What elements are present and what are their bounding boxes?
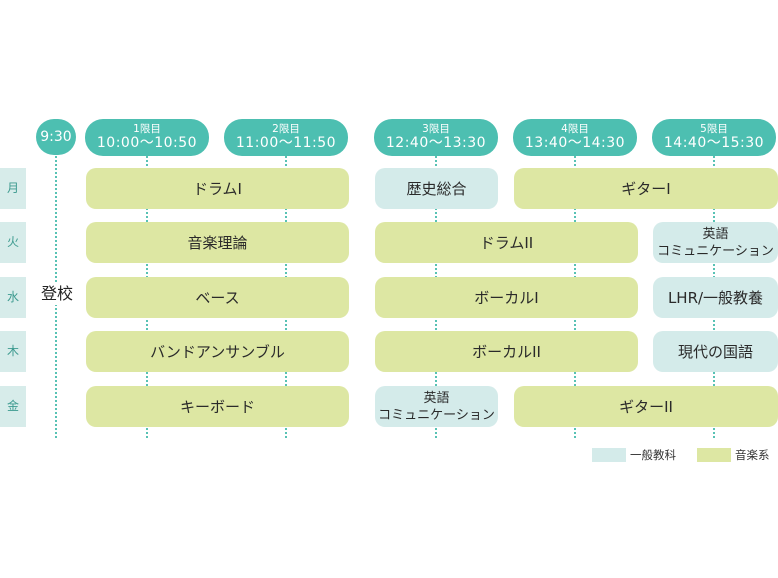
class-block-mon-history: 歴史総合 xyxy=(375,168,498,209)
period-2-header: 2限目 11:00〜11:50 xyxy=(224,119,348,156)
class-label: 現代の国語 xyxy=(677,343,753,361)
period-5-header: 5限目 14:40〜15:30 xyxy=(652,119,776,156)
class-label: ベース xyxy=(195,289,240,307)
class-label: ギターI xyxy=(621,180,671,198)
class-label: 英語 コミュニケーション xyxy=(378,390,495,424)
class-label: LHR/一般教養 xyxy=(667,289,764,307)
class-label-line1: 英語 xyxy=(423,390,450,406)
class-block-thu-japanese: 現代の国語 xyxy=(653,331,778,372)
class-block-thu-vocal: ボーカルII xyxy=(375,331,638,372)
class-label: ボーカルII xyxy=(472,343,541,361)
period-1-header: 1限目 10:00〜10:50 xyxy=(85,119,209,156)
period-5-label: 5限目 xyxy=(700,123,728,135)
arrival-label: 登校 xyxy=(36,283,78,305)
class-block-fri-guitar: ギターII xyxy=(514,386,778,427)
legend-music-label: 音楽系 xyxy=(735,448,770,462)
legend-general-label: 一般教科 xyxy=(630,448,676,462)
period-5-time: 14:40〜15:30 xyxy=(663,135,765,151)
period-3-header: 3限目 12:40〜13:30 xyxy=(374,119,498,156)
day-label-wed: 水 xyxy=(0,277,26,318)
class-label: ドラムI xyxy=(193,180,242,198)
day-label-fri: 金 xyxy=(0,386,26,427)
class-block-wed-vocal: ボーカルI xyxy=(375,277,638,318)
class-label-line1: 英語 xyxy=(702,226,729,242)
period-2-time: 11:00〜11:50 xyxy=(235,135,337,151)
class-block-thu-band-ensemble: バンドアンサンブル xyxy=(86,331,349,372)
class-block-wed-lhr: LHR/一般教養 xyxy=(653,277,778,318)
period-1-time: 10:00〜10:50 xyxy=(96,135,198,151)
period-3-label: 3限目 xyxy=(422,123,450,135)
day-label-mon: 月 xyxy=(0,168,26,209)
class-label: ドラムII xyxy=(479,234,534,252)
class-label: バンドアンサンブル xyxy=(150,343,285,361)
day-label-thu: 木 xyxy=(0,331,26,372)
class-label-line2: コミュニケーション xyxy=(378,407,495,423)
class-label: 英語 コミュニケーション xyxy=(657,226,774,260)
class-label: ギターII xyxy=(619,398,673,416)
arrival-time-badge: 9:30 xyxy=(36,119,76,155)
class-block-tue-english: 英語 コミュニケーション xyxy=(653,222,778,263)
period-1-label: 1限目 xyxy=(133,123,161,135)
legend-music-swatch xyxy=(697,448,731,462)
period-4-time: 13:40〜14:30 xyxy=(524,135,626,151)
day-label-tue: 火 xyxy=(0,222,26,263)
class-block-mon-drums: ドラムI xyxy=(86,168,349,209)
class-label: キーボード xyxy=(179,398,255,416)
class-block-fri-english: 英語 コミュニケーション xyxy=(375,386,498,427)
class-block-wed-bass: ベース xyxy=(86,277,349,318)
class-block-fri-keyboard: キーボード xyxy=(86,386,349,427)
class-label-line2: コミュニケーション xyxy=(657,243,774,259)
legend-general-swatch xyxy=(592,448,626,462)
period-4-label: 4限目 xyxy=(561,123,589,135)
period-3-time: 12:40〜13:30 xyxy=(385,135,487,151)
period-4-header: 4限目 13:40〜14:30 xyxy=(513,119,637,156)
class-block-tue-drums: ドラムII xyxy=(375,222,638,263)
class-label: 歴史総合 xyxy=(406,180,467,198)
period-2-label: 2限目 xyxy=(272,123,300,135)
class-label: ボーカルI xyxy=(474,289,539,307)
class-block-mon-guitar: ギターI xyxy=(514,168,778,209)
class-block-tue-music-theory: 音楽理論 xyxy=(86,222,349,263)
class-label: 音楽理論 xyxy=(187,234,248,252)
